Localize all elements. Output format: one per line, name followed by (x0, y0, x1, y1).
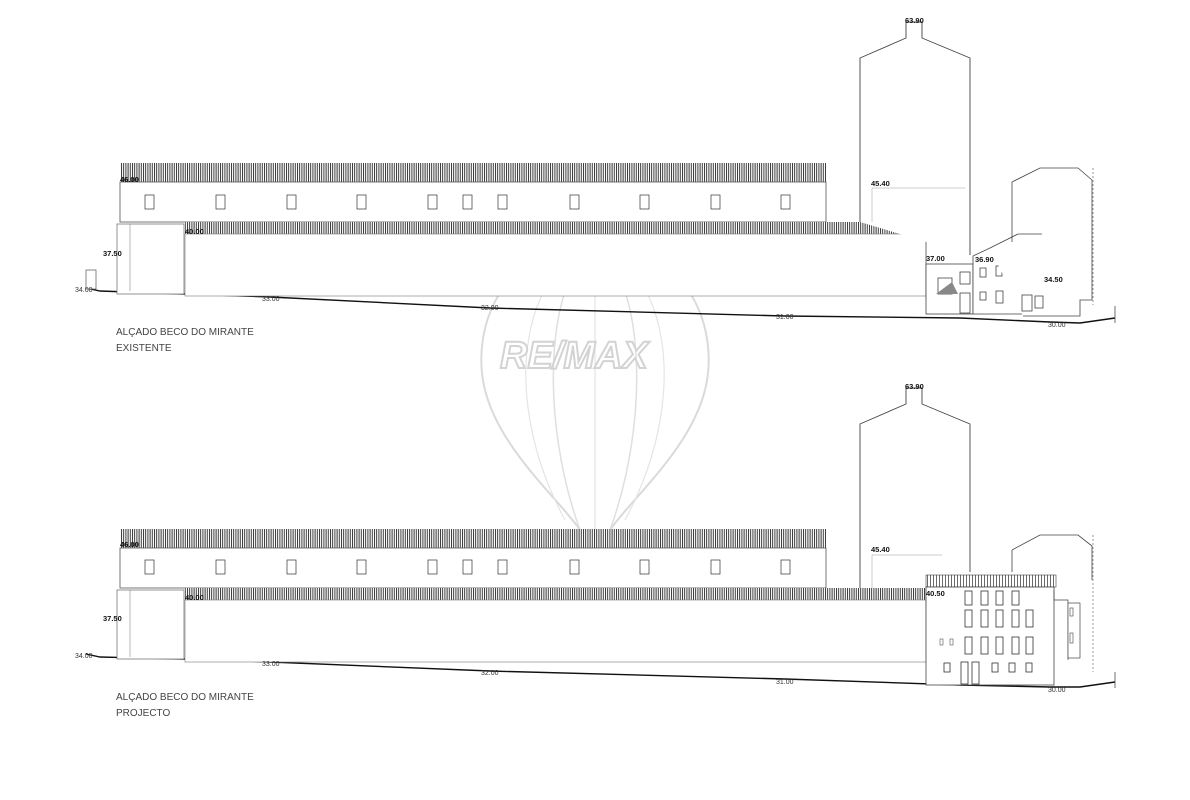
level-ground-left: 34.00 (75, 653, 93, 660)
level-ground-32: 32.00 (481, 670, 499, 677)
watermark-brand: RE/MAX (500, 335, 650, 377)
level-ground-31: 31.00 (776, 314, 794, 321)
new-building (925, 574, 1081, 686)
level-house-a: 37.00 (926, 254, 945, 263)
main-building (119, 181, 827, 223)
level-ground-32: 32.00 (481, 305, 499, 312)
level-tower-top: 63.90 (905, 382, 924, 391)
level-tower-top: 63.90 (905, 16, 924, 25)
lower-wall (184, 599, 927, 663)
level-house-b: 36.90 (975, 255, 994, 264)
main-windows (144, 194, 791, 210)
level-new-building: 40.50 (926, 589, 945, 598)
level-tower-mid: 45.40 (871, 179, 890, 188)
level-ground-33: 33.00 (262, 661, 280, 668)
caption-title: ALÇADO BECO DO MIRANTE (116, 692, 254, 703)
elevation-project: 63.90 46.00 45.40 40.00 40.50 37.50 34.0… (75, 382, 1116, 719)
level-main-roof: 46.00 (120, 175, 139, 184)
main-windows (144, 559, 791, 575)
lower-wall (184, 233, 927, 297)
level-house-c: 34.50 (1044, 275, 1063, 284)
lower-roof-hatch (185, 222, 926, 234)
lower-roof-hatch (185, 588, 926, 600)
level-left-wall: 37.50 (103, 614, 122, 623)
houses-right (925, 167, 1093, 317)
level-tower-mid: 45.40 (871, 545, 890, 554)
main-building (119, 547, 827, 589)
houses-behind (1011, 534, 1093, 580)
level-lower-roof: 40.00 (185, 593, 204, 602)
level-left-wall: 37.50 (103, 249, 122, 258)
left-wall (116, 223, 185, 295)
left-post (85, 269, 97, 290)
tower (859, 21, 971, 255)
tower (859, 387, 971, 588)
left-wall (116, 589, 185, 660)
main-roof-hatch (120, 163, 826, 182)
level-ground-31: 31.00 (776, 679, 794, 686)
level-main-roof: 46.00 (120, 540, 139, 549)
level-ground-33: 33.00 (262, 296, 280, 303)
level-ground-30: 30.00 (1048, 322, 1066, 329)
level-ground-left: 34.00 (75, 287, 93, 294)
main-roof-hatch (120, 529, 826, 548)
elevation-existing: 63.90 46.00 45.40 40.00 37.50 37.00 36.9… (75, 16, 1116, 354)
level-lower-roof: 40.00 (185, 227, 204, 236)
caption-subtitle: EXISTENTE (116, 343, 172, 354)
caption-subtitle: PROJECTO (116, 708, 170, 719)
level-ground-30: 30.00 (1048, 687, 1066, 694)
caption-title: ALÇADO BECO DO MIRANTE (116, 327, 254, 338)
